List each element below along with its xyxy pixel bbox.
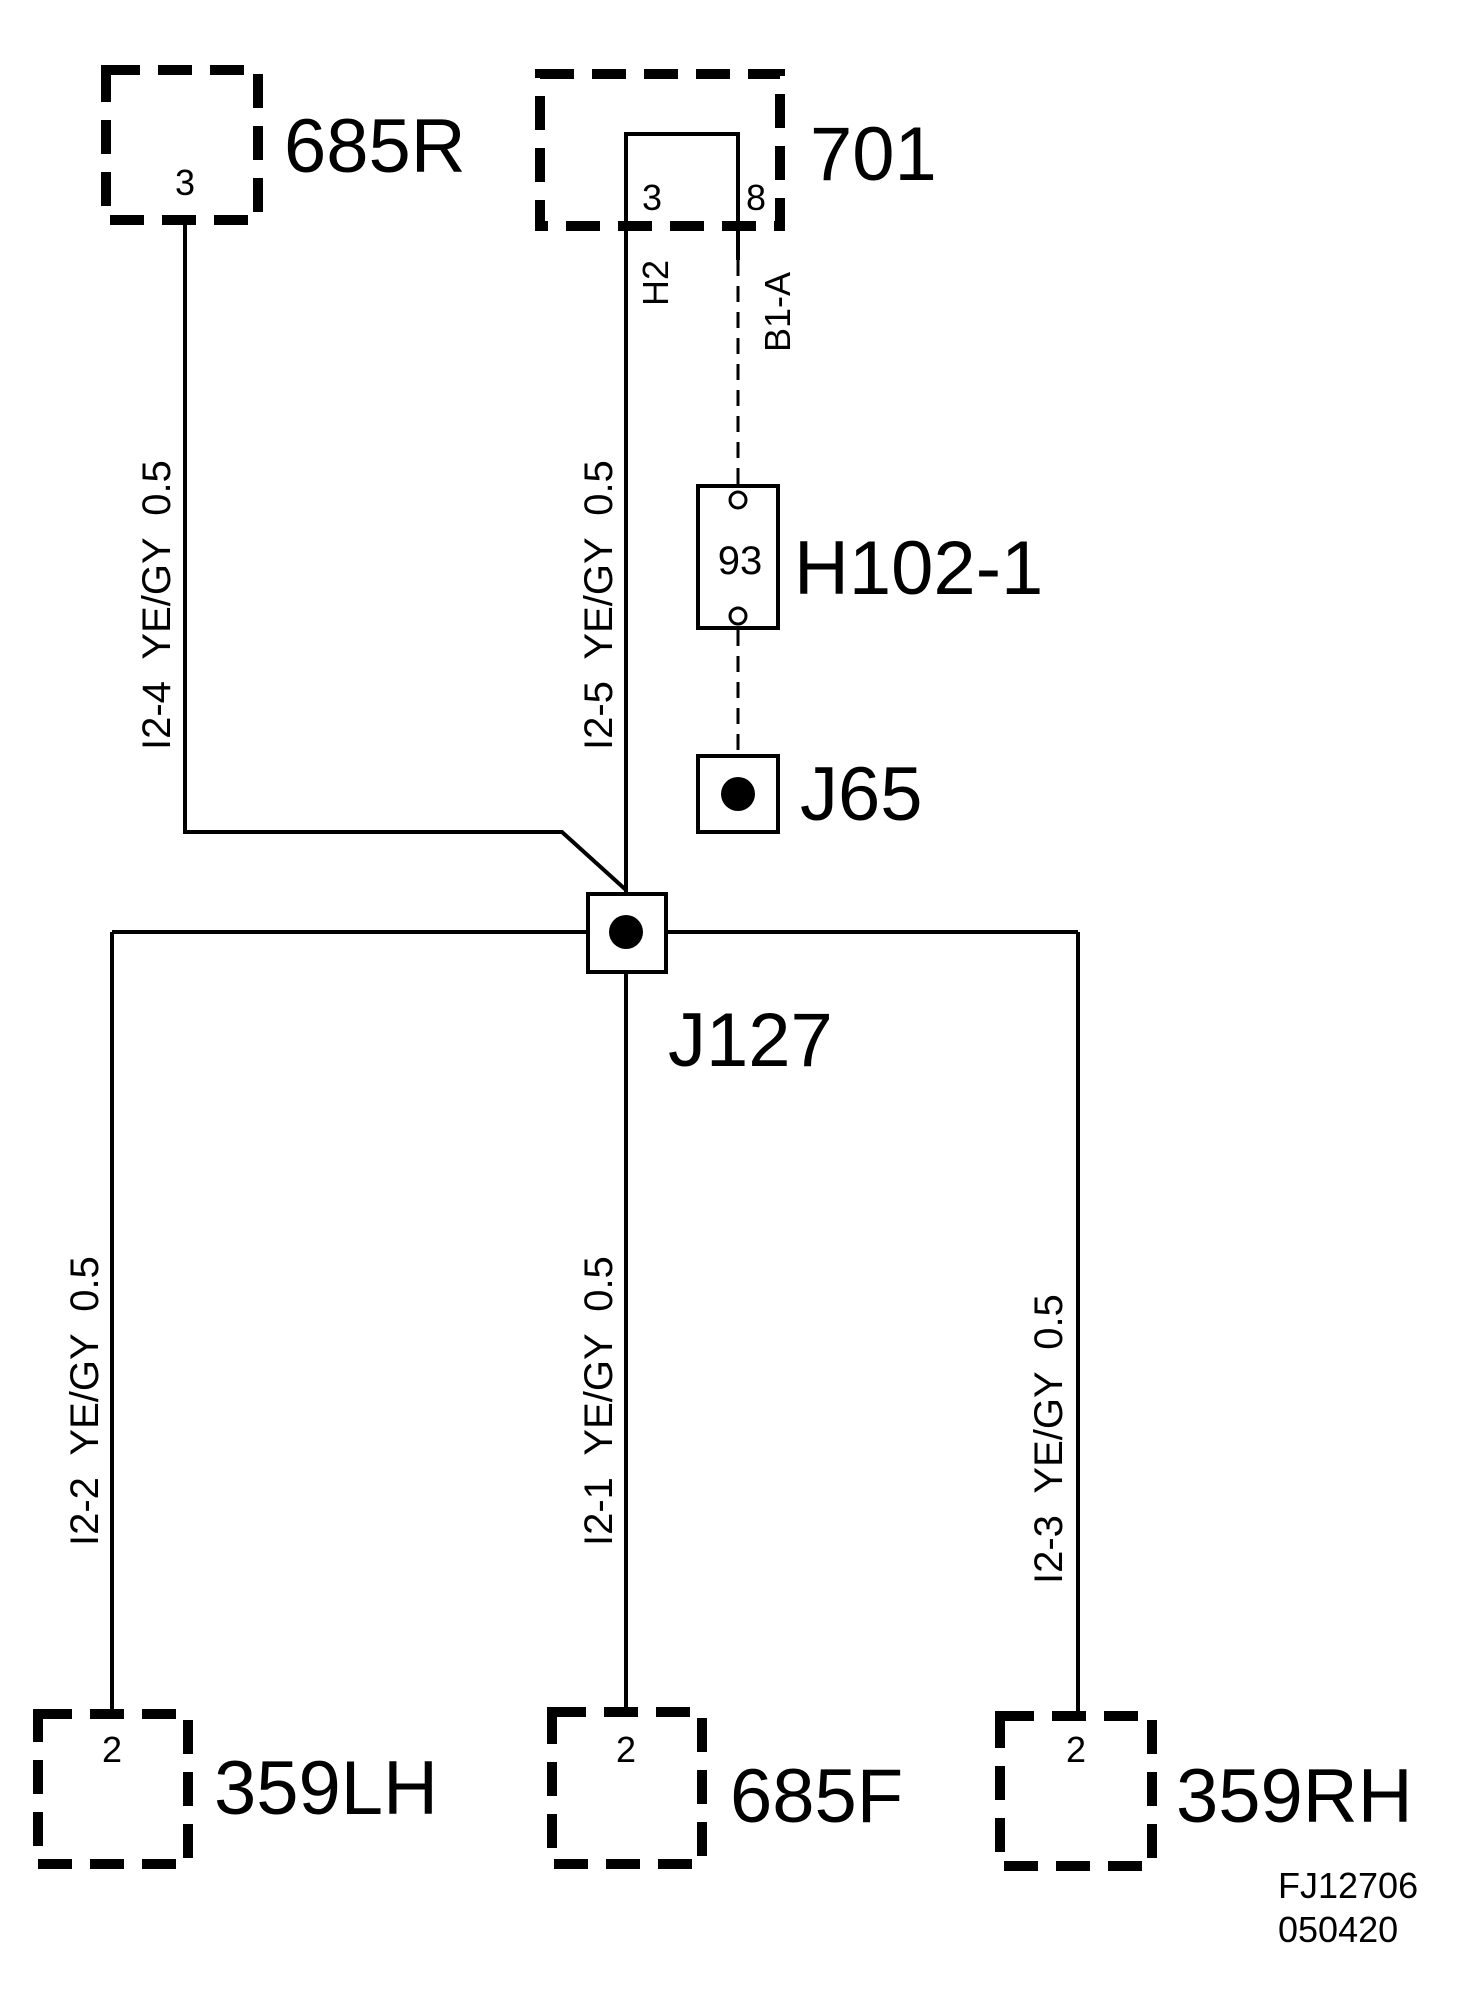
j65-dot (721, 777, 755, 811)
connector-701-pin-right: 8 (746, 177, 766, 218)
connector-685r-pin: 3 (175, 162, 195, 203)
connector-701-loop (624, 132, 740, 226)
h102-bottom-terminal (728, 606, 748, 626)
connector-701[interactable]: 3 8 701 (535, 69, 937, 231)
h102-value: 93 (718, 539, 763, 583)
connector-359rh[interactable]: 2 359RH (995, 1711, 1413, 1871)
wire-label-i2-4: I2-4 YE/GY 0.5 (135, 460, 179, 750)
wire-label-h2: H2 (635, 260, 676, 306)
junction-j65[interactable]: J65 (696, 752, 923, 837)
junction-j127[interactable]: J127 (586, 892, 833, 1083)
connector-685r[interactable]: 3 685R (101, 65, 466, 225)
connector-685r-label: 685R (284, 104, 466, 189)
j65-label: J65 (800, 752, 923, 837)
j127-label: J127 (668, 998, 833, 1083)
h102-top-terminal (728, 490, 748, 510)
reference-code: FJ12706 (1278, 1865, 1418, 1906)
connector-359lh-label: 359LH (214, 1746, 438, 1831)
wire-685r-to-j127[interactable] (183, 220, 628, 892)
connector-359lh-pin: 2 (102, 1729, 122, 1770)
j127-dot (609, 915, 643, 949)
h102-label: H102-1 (794, 526, 1043, 611)
connector-359rh-pin: 2 (1066, 1729, 1086, 1770)
connector-359rh-label: 359RH (1176, 1754, 1413, 1839)
wire-label-i2-5: I2-5 YE/GY 0.5 (577, 460, 621, 750)
connector-701-label: 701 (810, 112, 937, 197)
connector-685f[interactable]: 2 685F (547, 1707, 903, 1869)
connector-359lh[interactable]: 2 359LH (33, 1709, 438, 1869)
wire-label-b1a: B1-A (757, 272, 798, 352)
reference-date: 050420 (1278, 1909, 1398, 1950)
wire-label-i2-1: I2-1 YE/GY 0.5 (577, 1256, 621, 1546)
connector-701-pin-left: 3 (642, 177, 662, 218)
component-h102-1[interactable]: 93 H102-1 (696, 484, 1043, 630)
wire-label-i2-3: I2-3 YE/GY 0.5 (1027, 1294, 1071, 1584)
connector-685f-pin: 2 (616, 1729, 636, 1770)
connector-685f-label: 685F (730, 1754, 903, 1839)
wire-label-i2-2: I2-2 YE/GY 0.5 (63, 1256, 107, 1546)
